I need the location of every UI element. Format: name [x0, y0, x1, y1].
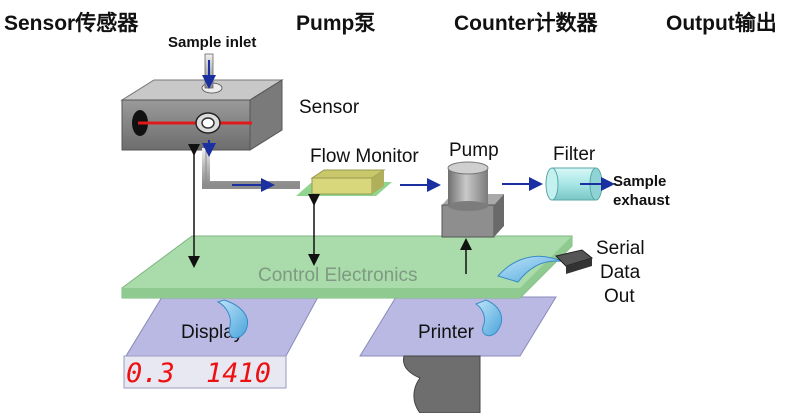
- sensor-view-port-inner: [201, 117, 215, 129]
- pump-cylinder-top: [447, 161, 489, 175]
- header-counter: Counter计数器: [454, 12, 598, 35]
- filter-left-cap: [545, 167, 559, 201]
- sample-inlet-label: Sample inlet: [168, 34, 256, 51]
- printer-ribbon-cable: [474, 299, 502, 337]
- display-ribbon-cable: [216, 299, 248, 339]
- flow-monitor-label: Flow Monitor: [310, 146, 419, 167]
- pump-cylinder-bottom: [448, 201, 488, 211]
- pump: Pump: [441, 140, 504, 238]
- sensor-label: Sensor: [299, 97, 360, 118]
- display-screen: [123, 355, 287, 389]
- sample-exhaust-label-line2: exhaust: [613, 192, 670, 209]
- control-electronics-label: Control Electronics: [258, 265, 417, 286]
- flow-monitor-body: [311, 177, 373, 195]
- printer-module: Printer: [359, 296, 557, 413]
- sensor-outlet-pipe: [202, 148, 300, 189]
- control-electronics-board: Control Electronics: [121, 235, 573, 299]
- sample-exhaust-label-line1: Sample: [613, 173, 666, 190]
- control-board-edge: [122, 236, 572, 298]
- serial-data-out: Serial Data Out: [497, 238, 645, 307]
- display-right-value: 1410: [206, 358, 271, 389]
- flow-monitor: Flow Monitor: [296, 146, 419, 196]
- serial-connector-side: [566, 258, 592, 274]
- sensor-module: Sensor: [120, 79, 360, 151]
- flow-monitor-side: [372, 170, 384, 194]
- header-pump: Pump泵: [296, 12, 375, 35]
- serial-label-line1: Serial: [596, 238, 645, 259]
- header-output: Output输出: [666, 11, 777, 35]
- sample-inlet: Sample inlet: [168, 34, 256, 89]
- display-label: Display: [181, 322, 244, 343]
- header-sensor: Sensor传感器: [4, 11, 139, 35]
- serial-label-line2: Data: [600, 262, 641, 283]
- filter-label: Filter: [553, 144, 596, 165]
- flow-monitor-top: [310, 169, 386, 179]
- pump-label: Pump: [449, 140, 499, 161]
- printer-paper: [403, 355, 481, 413]
- pump-base-side: [494, 194, 504, 237]
- serial-label-line3: Out: [604, 286, 635, 307]
- display-left-value: 0.3: [126, 358, 175, 389]
- filter: Filter Sample exhaust: [545, 144, 670, 209]
- printer-label: Printer: [418, 322, 475, 343]
- sensor-outlet-pipe-shade: [205, 150, 300, 184]
- display-module: 0.3 1410 Display: [123, 296, 319, 389]
